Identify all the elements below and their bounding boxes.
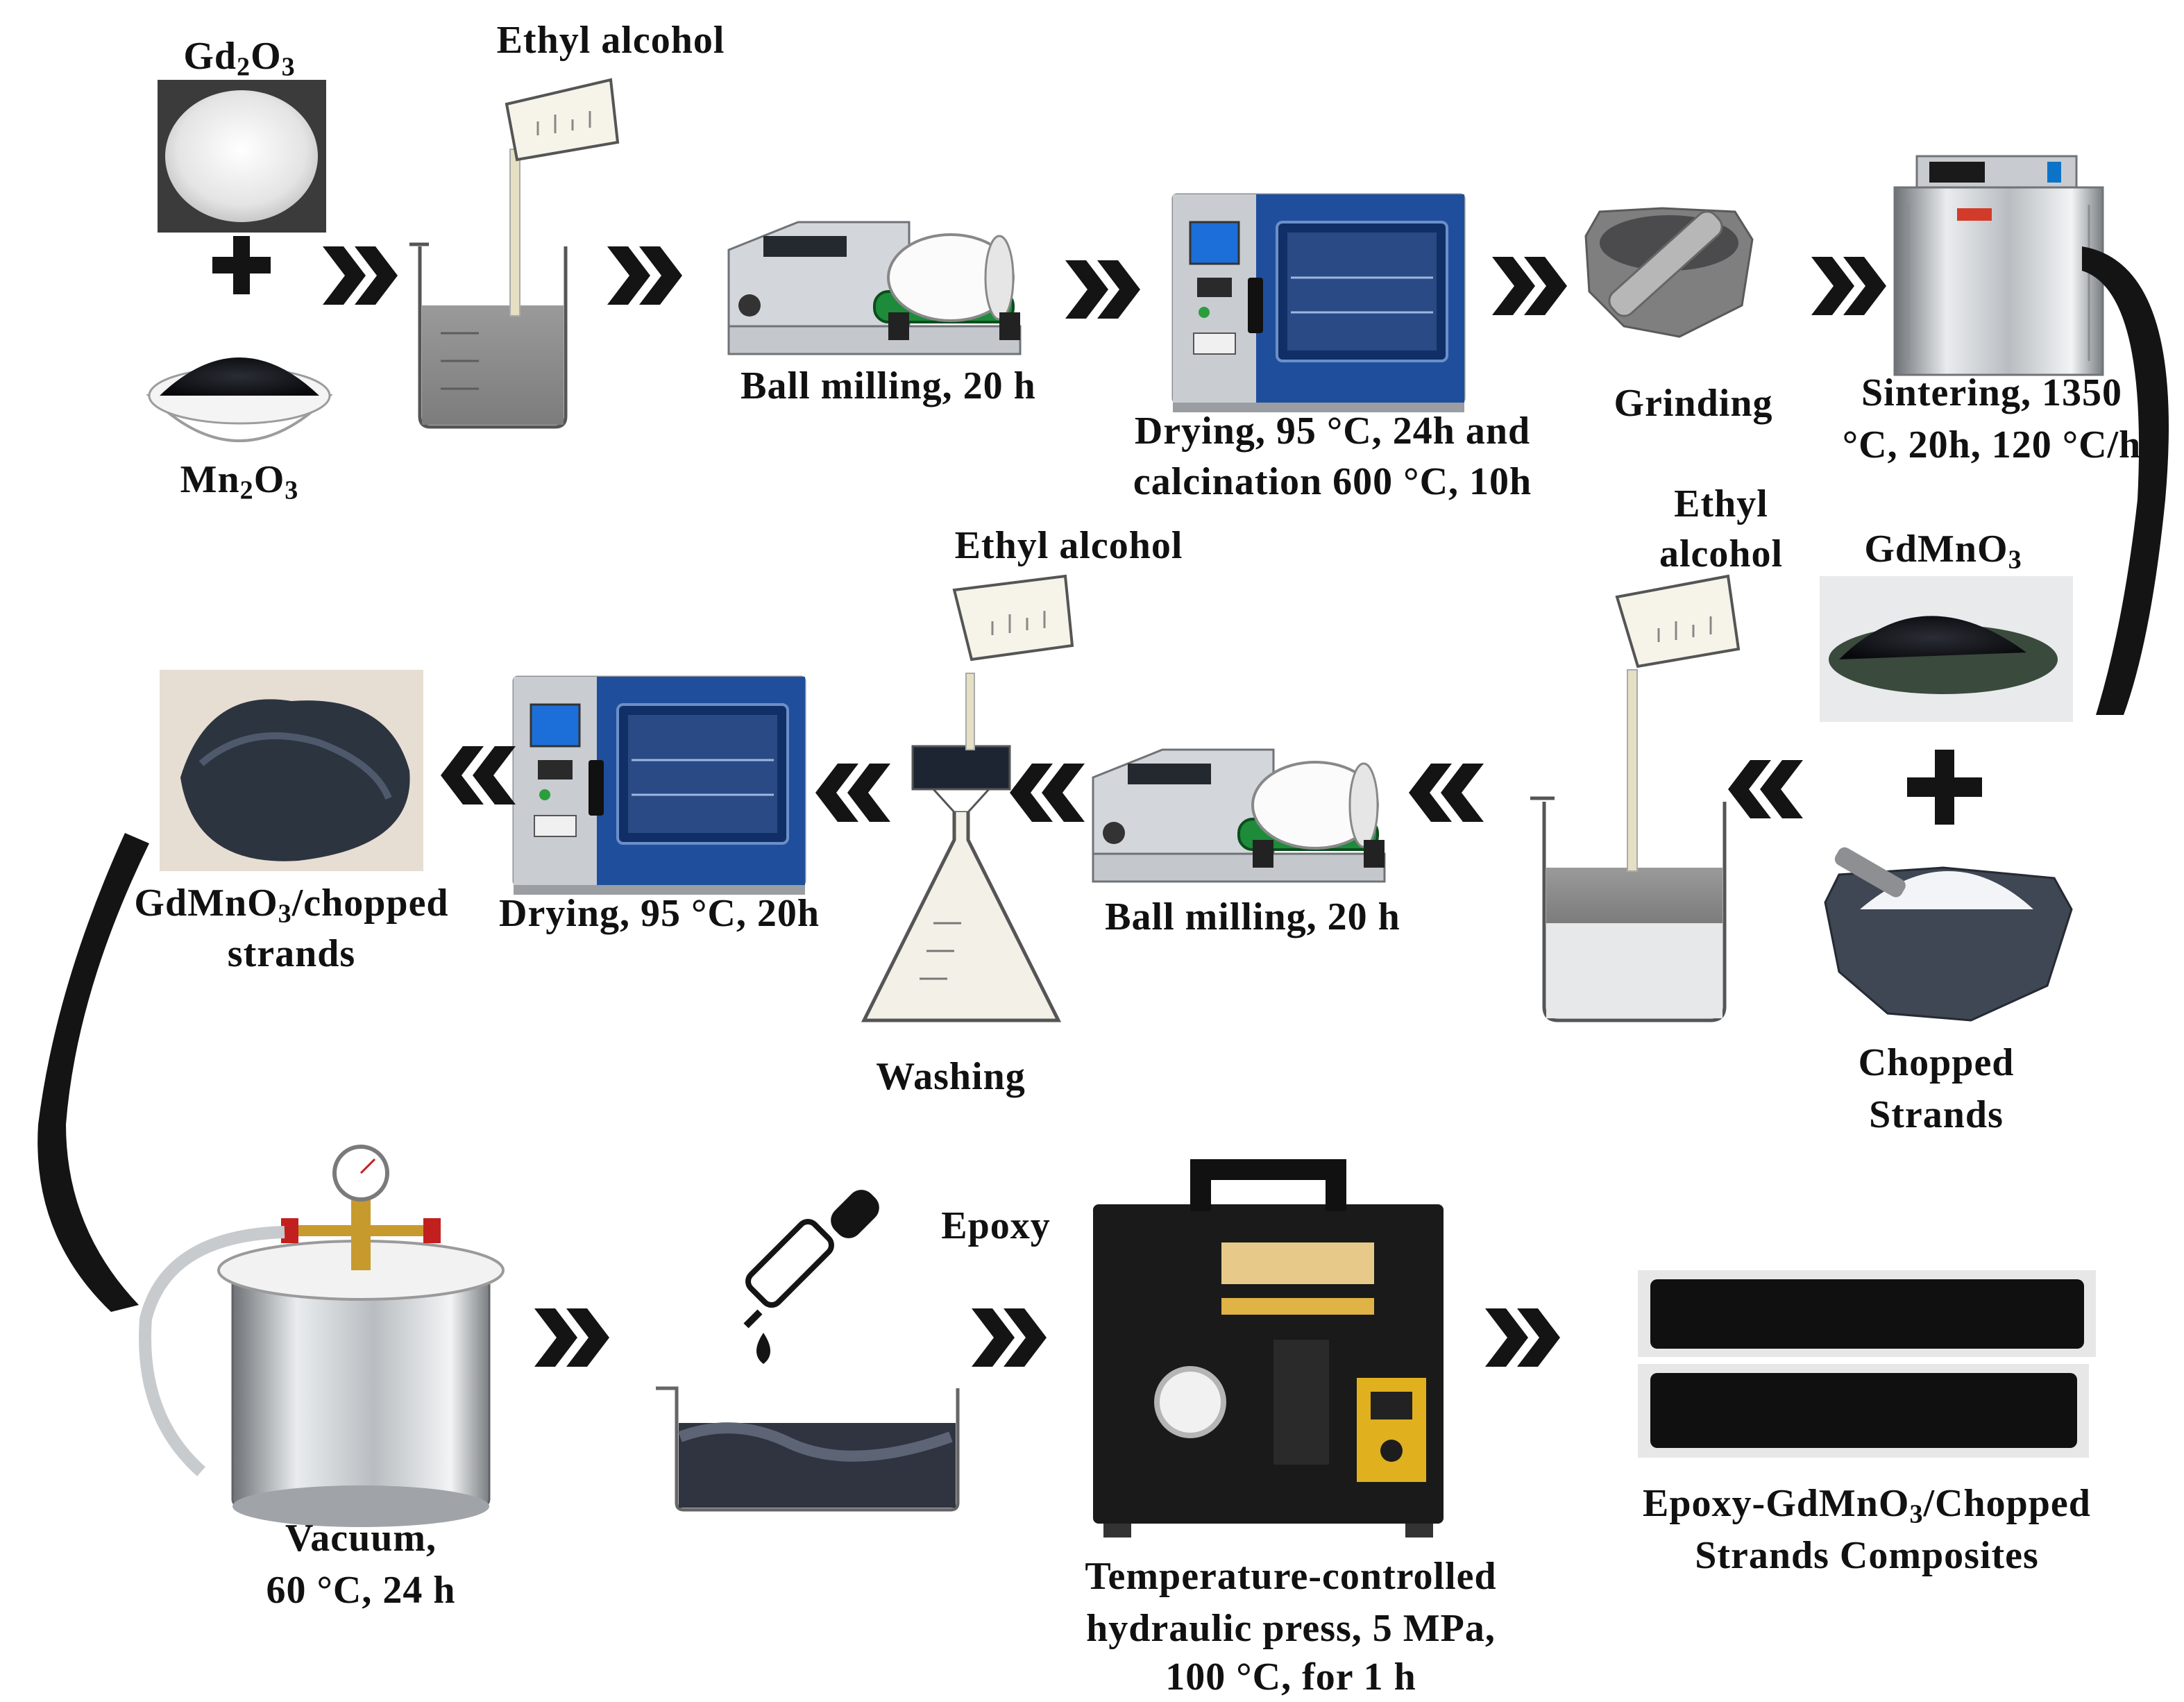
- drying-calcination-label-2: calcination 600 °C, 10h: [1133, 460, 1532, 503]
- composite-label-1: Epoxy-GdMnO3/Chopped: [1643, 1482, 2091, 1529]
- ball-mill-machine-1: [727, 221, 1022, 355]
- arrow-left-2: [1409, 764, 1484, 822]
- gdmno3-label: GdMnO3: [1864, 528, 2022, 575]
- vacuum-label-2: 60 °C, 24 h: [266, 1569, 456, 1612]
- grinding-label: Grinding: [1614, 382, 1773, 425]
- sintering-label-1: Sintering, 1350: [1861, 371, 2122, 414]
- ball-mill-machine-2: [1092, 748, 1386, 883]
- sintering-furnace: [1893, 155, 2104, 376]
- curved-arrow-left-down: [37, 833, 150, 1312]
- ethyl-alcohol-label-3a: Ethyl: [1674, 482, 1768, 525]
- ethyl-alcohol-label-1: Ethyl alcohol: [496, 19, 725, 62]
- press-label-3: 100 °C, for 1 h: [1165, 1655, 1416, 1699]
- ethyl-alcohol-label-2: Ethyl alcohol: [954, 524, 1183, 567]
- arrow-right-2: [607, 246, 682, 305]
- composite-samples: [1638, 1270, 2096, 1458]
- chopped-strands-label-2: Strands: [1869, 1093, 2004, 1136]
- hydraulic-press: [1093, 1159, 1444, 1537]
- gd2o3-label: Gd2O3: [183, 35, 296, 82]
- plus-icon: [212, 236, 271, 294]
- chopped-strands-label-1: Chopped: [1858, 1041, 2015, 1084]
- ethyl-alcohol-label-3b: alcohol: [1659, 532, 1784, 575]
- mn2o3-powder-bowl: [146, 357, 333, 442]
- gdmno3-chopped-label-1: GdMnO3/chopped: [134, 882, 449, 929]
- mn2o3-label: Mn2O3: [180, 458, 299, 505]
- arrow-right-1: [323, 246, 398, 305]
- arrow-right-4: [1492, 257, 1567, 315]
- gdmno3-powder-dish: [1820, 576, 2073, 722]
- press-label-2: hydraulic press, 5 MPa,: [1086, 1607, 1496, 1650]
- chopped-strands-mortar: [1824, 847, 2073, 1022]
- epoxy-dropper: [743, 1190, 879, 1364]
- arrow-left-5: [441, 746, 516, 804]
- arrow-left-1: [1728, 760, 1803, 818]
- drying-label-2: Drying, 95 °C, 20h: [499, 892, 820, 935]
- sintering-label-2: °C, 20h, 120 °C/h: [1842, 423, 2142, 466]
- composite-label-2: Strands Composites: [1695, 1534, 2039, 1577]
- vacuum-chamber: [139, 1145, 505, 1527]
- ball-milling-label-1: Ball milling, 20 h: [740, 364, 1036, 407]
- arrow-right-8: [1485, 1308, 1560, 1367]
- arrow-left-4: [815, 764, 890, 822]
- washing-label: Washing: [876, 1055, 1026, 1098]
- vacuum-label-1: Vacuum,: [285, 1517, 437, 1560]
- washing-flask: [861, 574, 1074, 1022]
- arrow-right-6: [534, 1308, 609, 1367]
- mixing-dish: [656, 1386, 960, 1512]
- arrow-right-3: [1065, 260, 1140, 319]
- arrow-right-5: [1811, 257, 1886, 315]
- mortar-pestle: [1584, 207, 1754, 338]
- beaker-ethanol-mixing: [409, 78, 620, 429]
- drying-calcination-label-1: Drying, 95 °C, 24h and: [1134, 410, 1531, 453]
- plus-icon-2: [1907, 750, 1982, 825]
- arrow-left-3: [1010, 764, 1085, 822]
- gd2o3-powder-image: [158, 80, 326, 233]
- ball-milling-label-2: Ball milling, 20 h: [1105, 895, 1400, 938]
- gdmno3-chopped-strands-image: [160, 670, 423, 871]
- epoxy-label: Epoxy: [941, 1204, 1051, 1247]
- arrow-right-7: [972, 1308, 1047, 1367]
- drying-oven-1: [1171, 193, 1466, 414]
- curved-arrow-right-down: [2082, 246, 2169, 715]
- beaker-with-strands: [1530, 574, 1741, 1022]
- gdmno3-chopped-label-2: strands: [227, 932, 356, 975]
- drying-oven-2: [512, 675, 806, 896]
- press-label-1: Temperature-controlled: [1085, 1555, 1497, 1598]
